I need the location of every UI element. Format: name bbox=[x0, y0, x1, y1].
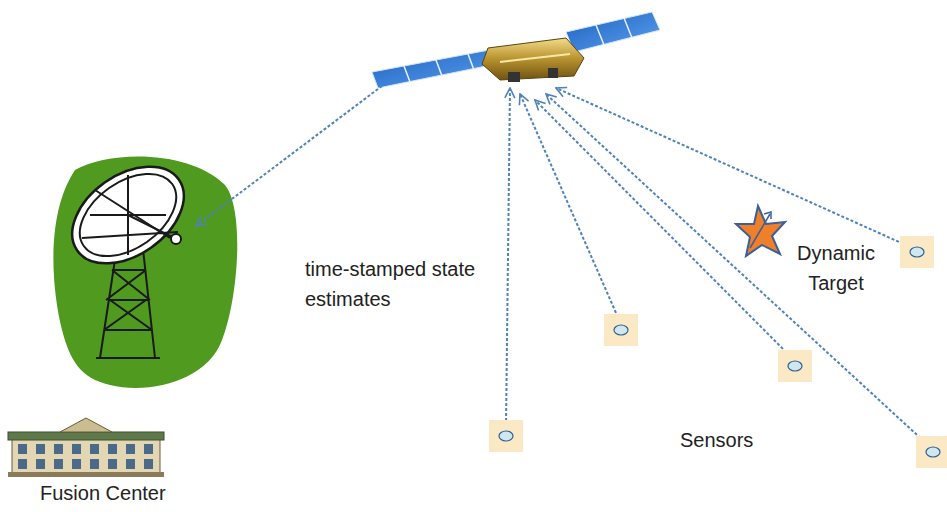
sensor-icon bbox=[604, 314, 638, 346]
sensor-icon bbox=[778, 350, 812, 382]
fusion-center-building bbox=[8, 418, 164, 477]
fusion-center-label: Fusion Center bbox=[40, 478, 166, 508]
link-lines bbox=[196, 86, 928, 445]
sensor-icon bbox=[489, 420, 523, 452]
sensors-label: Sensors bbox=[680, 425, 753, 455]
sensor-icon bbox=[916, 436, 947, 468]
note-label: time-stamped state estimates bbox=[305, 254, 495, 314]
target-label: Dynamic Target bbox=[776, 238, 896, 298]
satellite bbox=[372, 12, 660, 88]
sensor-icon bbox=[900, 236, 934, 268]
dynamic-target bbox=[736, 206, 785, 256]
sensors bbox=[489, 236, 947, 468]
satellite-dish bbox=[54, 147, 201, 358]
